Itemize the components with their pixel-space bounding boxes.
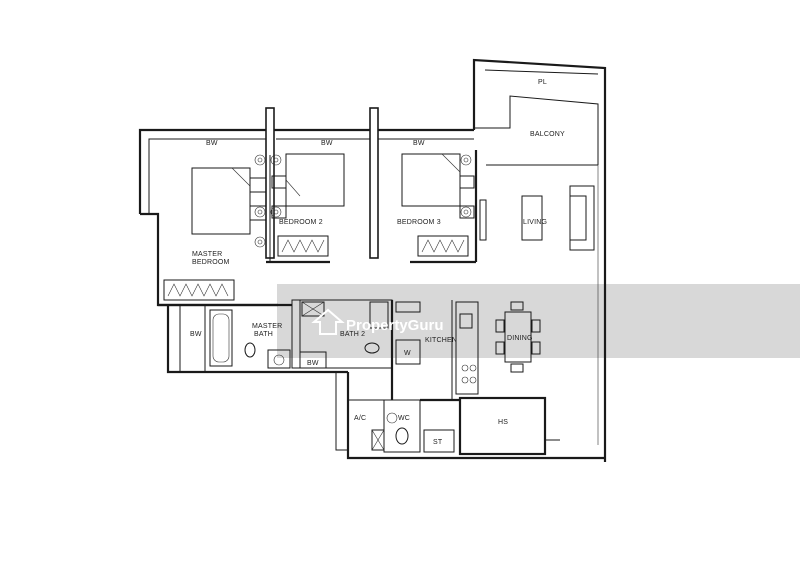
bedroom2-wardrobe [277, 235, 329, 257]
label-w: W [404, 350, 411, 357]
furniture [163, 153, 595, 445]
label-bw-masterbath: BW [190, 331, 202, 338]
label-master-bath-2: BATH [254, 331, 273, 338]
dining-table [504, 311, 532, 363]
label-balcony: BALCONY [530, 131, 565, 138]
interior-walls [158, 107, 547, 456]
tv-console [479, 199, 487, 241]
room-labels: PL BALCONY BW BW BW BEDROOM 2 BEDROOM 3 … [190, 79, 565, 446]
bedroom3-wardrobe [417, 235, 469, 257]
label-bath2: BATH 2 [340, 331, 365, 338]
washer [395, 339, 421, 365]
label-kitchen: KITCHEN [425, 337, 457, 344]
bathtub [209, 309, 233, 367]
master-wardrobe [163, 279, 235, 301]
master-basin [267, 349, 291, 369]
label-hs: HS [498, 419, 508, 426]
kitchen-counter [455, 301, 479, 395]
exterior-walls [138, 58, 607, 462]
label-master-bath-1: MASTER [252, 323, 282, 330]
label-wc: WC [398, 415, 410, 422]
label-master-bedroom-1: MASTER [192, 251, 222, 258]
master-toilet [244, 342, 256, 358]
label-bw-master: BW [206, 140, 218, 147]
label-bw-bedroom3: BW [413, 140, 425, 147]
bedroom3-bed [401, 153, 461, 207]
bedroom2-bed [285, 153, 345, 207]
label-bedroom3: BEDROOM 3 [397, 219, 441, 226]
label-bw-bedroom2: BW [321, 140, 333, 147]
wc-toilet [395, 427, 409, 445]
label-st: ST [433, 439, 443, 446]
label-bw-bath2: BW [307, 360, 319, 367]
label-pl: PL [538, 79, 547, 86]
label-dining: DINING [507, 335, 533, 342]
master-bed [191, 167, 251, 235]
label-bedroom2: BEDROOM 2 [279, 219, 323, 226]
house-icon [311, 308, 345, 335]
coffee-table [521, 195, 543, 241]
watermark-band [277, 284, 800, 358]
label-living: LIVING [523, 219, 547, 226]
watermark-logo: PropertyGuru [311, 308, 444, 335]
label-master-bedroom-2: BEDROOM [192, 259, 230, 266]
watermark-text: PropertyGuru [346, 317, 444, 334]
label-ac: A/C [354, 415, 366, 422]
